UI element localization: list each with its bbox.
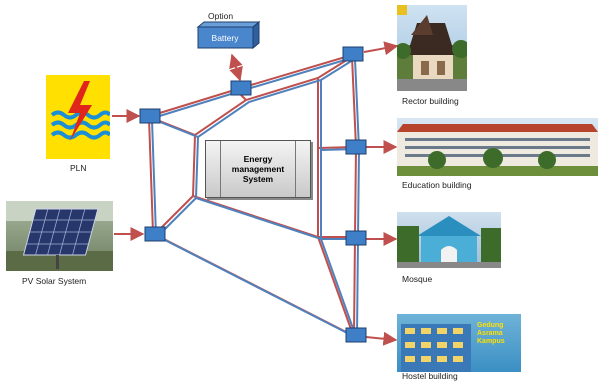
pv-label: PV Solar System bbox=[22, 276, 87, 286]
rector-label: Rector building bbox=[402, 96, 459, 106]
bus-right-upper bbox=[351, 56, 357, 148]
solar-panel-icon bbox=[6, 201, 113, 271]
hostel-sign: Gedung Asrama Kampus bbox=[477, 322, 505, 345]
arrow-battery bbox=[229, 53, 243, 82]
nodes bbox=[139, 46, 367, 343]
bus-inner-battery bbox=[240, 94, 247, 101]
education-building-icon bbox=[397, 124, 598, 176]
node-pln bbox=[139, 108, 161, 124]
node-battery bbox=[230, 80, 252, 96]
bus-left-vertical bbox=[148, 117, 154, 234]
battery-box: Battery bbox=[196, 20, 261, 50]
hostel-label: Hostel building bbox=[402, 371, 458, 381]
node-rector bbox=[342, 46, 364, 62]
education-building-photo bbox=[397, 118, 598, 176]
rector-building-photo bbox=[397, 5, 467, 91]
node-mosque bbox=[345, 230, 367, 246]
arrows bbox=[112, 41, 399, 346]
bus-inner-right bbox=[317, 236, 353, 333]
mosque-icon bbox=[397, 216, 501, 268]
pln-label: PLN bbox=[70, 163, 87, 173]
hostel-building-photo: Gedung Asrama Kampus bbox=[397, 314, 521, 372]
pln-logo bbox=[46, 75, 110, 159]
mosque-label: Mosque bbox=[402, 274, 433, 284]
hostel-building-icon bbox=[401, 324, 471, 372]
arrow-hostel bbox=[365, 331, 398, 346]
pv-solar-photo bbox=[6, 201, 113, 271]
ems-label: Energy management System bbox=[231, 154, 285, 184]
rector-building-icon bbox=[397, 5, 467, 91]
mosque-photo bbox=[397, 212, 501, 268]
education-label: Education building bbox=[402, 180, 472, 190]
node-hostel bbox=[345, 327, 367, 343]
energy-management-system: Energy management System bbox=[205, 140, 311, 198]
node-pv bbox=[144, 226, 166, 242]
lightning-icon bbox=[50, 81, 110, 141]
node-education bbox=[345, 139, 367, 155]
arrow-rector bbox=[363, 41, 399, 56]
option-label: Option bbox=[208, 11, 234, 21]
battery-label: Battery bbox=[212, 33, 240, 43]
